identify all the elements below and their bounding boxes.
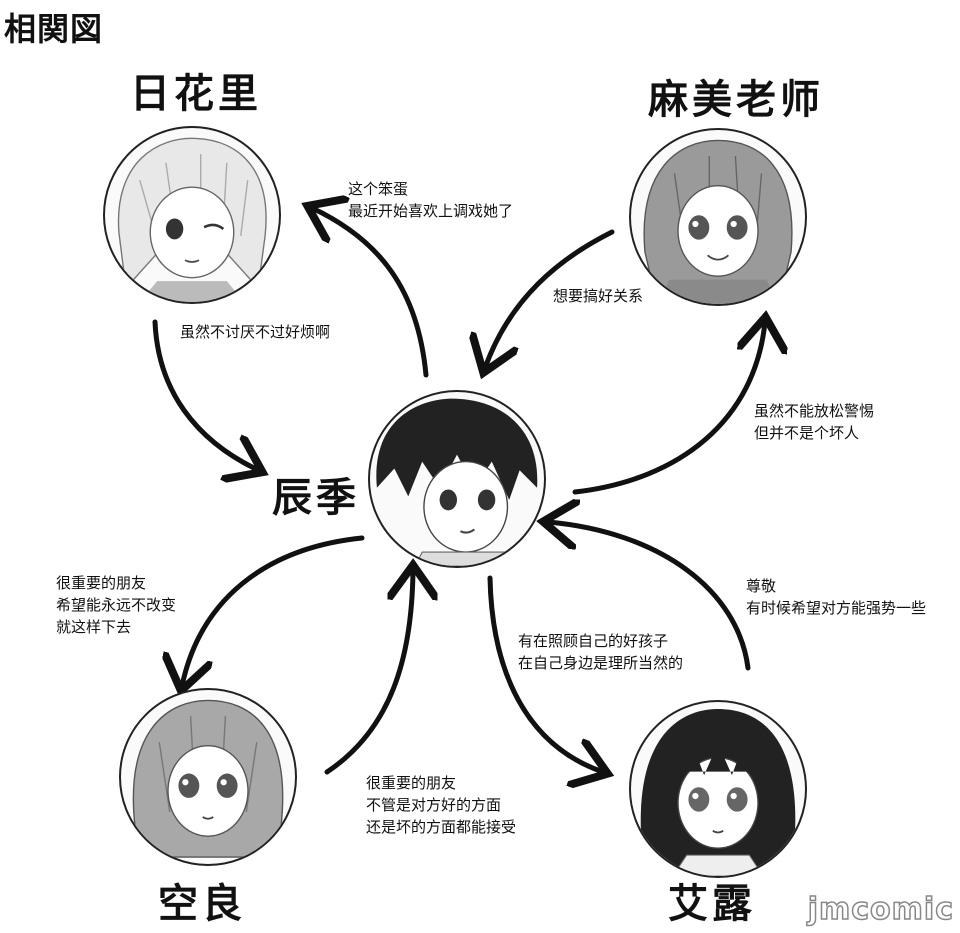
name-mami: 麻美老师 — [648, 77, 824, 123]
portrait-center — [368, 390, 546, 568]
portrait-mami — [629, 128, 807, 306]
arrow-sora-to-center — [324, 570, 413, 775]
airo-face-icon — [640, 708, 796, 876]
note-mami-to-center: 想要搞好关系 — [553, 287, 644, 305]
name-sora: 空良 — [158, 881, 246, 927]
arrow-center-to-airo — [487, 575, 603, 772]
name-airo: 艾露 — [668, 881, 756, 927]
portrait-sora — [119, 688, 297, 866]
arrow-center-to-sora — [182, 535, 365, 686]
chart-title: 相関図 — [4, 10, 104, 48]
note-center-to-hikari: 这个笨蛋 最近开始喜欢上调戏她了 — [348, 180, 514, 220]
note-airo-to-center: 尊敬 有时候希望对方能强势一些 — [746, 577, 927, 617]
arrow-mami-to-center — [485, 229, 615, 368]
note-center-to-mami: 虽然不能放松警惕 但并不是个坏人 — [754, 402, 875, 442]
note-hikari-to-center: 虽然不讨厌不过好烦啊 — [180, 323, 331, 341]
tatsuki-face-icon — [376, 398, 538, 566]
sora-face-icon — [132, 699, 284, 858]
name-center: 辰季 — [272, 475, 360, 521]
note-center-to-sora: 很重要的朋友 希望能永远不改变 就这样下去 — [56, 574, 177, 636]
name-hikari: 日花里 — [130, 71, 262, 117]
arrow-hikari-to-center — [152, 319, 258, 470]
watermark-logo: jmcomic — [807, 891, 954, 928]
note-sora-to-center: 很重要的朋友 不管是对方好的方面 还是坏的方面都能接受 — [366, 774, 517, 836]
note-center-to-airo: 有在照顾自己的好孩子 在自己身边是理所当然的 — [518, 632, 684, 672]
arrow-center-to-mami — [572, 322, 765, 495]
portrait-hikari — [103, 126, 281, 304]
arrow-center-to-hikari — [312, 208, 429, 378]
portrait-airo — [629, 700, 807, 878]
arrow-airo-to-center — [548, 522, 751, 671]
mami-face-icon — [643, 139, 793, 304]
hikari-face-icon — [117, 137, 267, 302]
